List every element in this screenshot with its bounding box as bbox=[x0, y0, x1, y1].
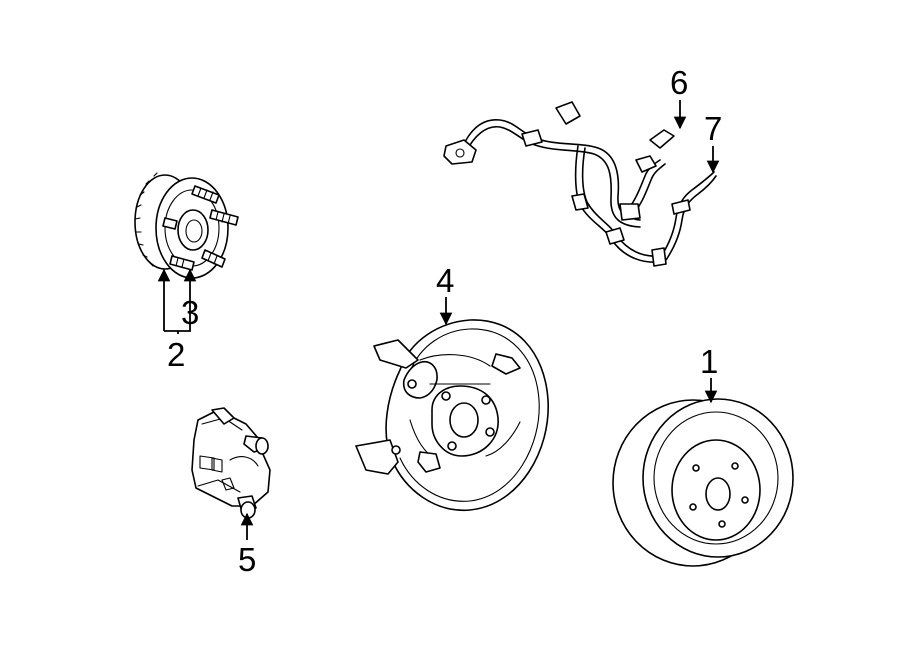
abs-sensor-wiring bbox=[443, 101, 717, 267]
brake-rotor bbox=[612, 398, 794, 567]
callout-1: 1 bbox=[700, 343, 718, 380]
callout-6: 6 bbox=[670, 64, 688, 101]
callout-2: 2 bbox=[167, 336, 185, 373]
callout-5: 5 bbox=[238, 541, 256, 578]
callout-7: 7 bbox=[704, 110, 722, 147]
callout-3: 3 bbox=[181, 294, 199, 331]
brake-caliper bbox=[191, 407, 271, 519]
callout-leaders bbox=[157, 100, 720, 540]
wheel-studs bbox=[162, 185, 239, 271]
callout-4: 4 bbox=[436, 262, 454, 299]
hub-bearing-assembly bbox=[134, 172, 239, 279]
backing-plate bbox=[355, 319, 549, 511]
